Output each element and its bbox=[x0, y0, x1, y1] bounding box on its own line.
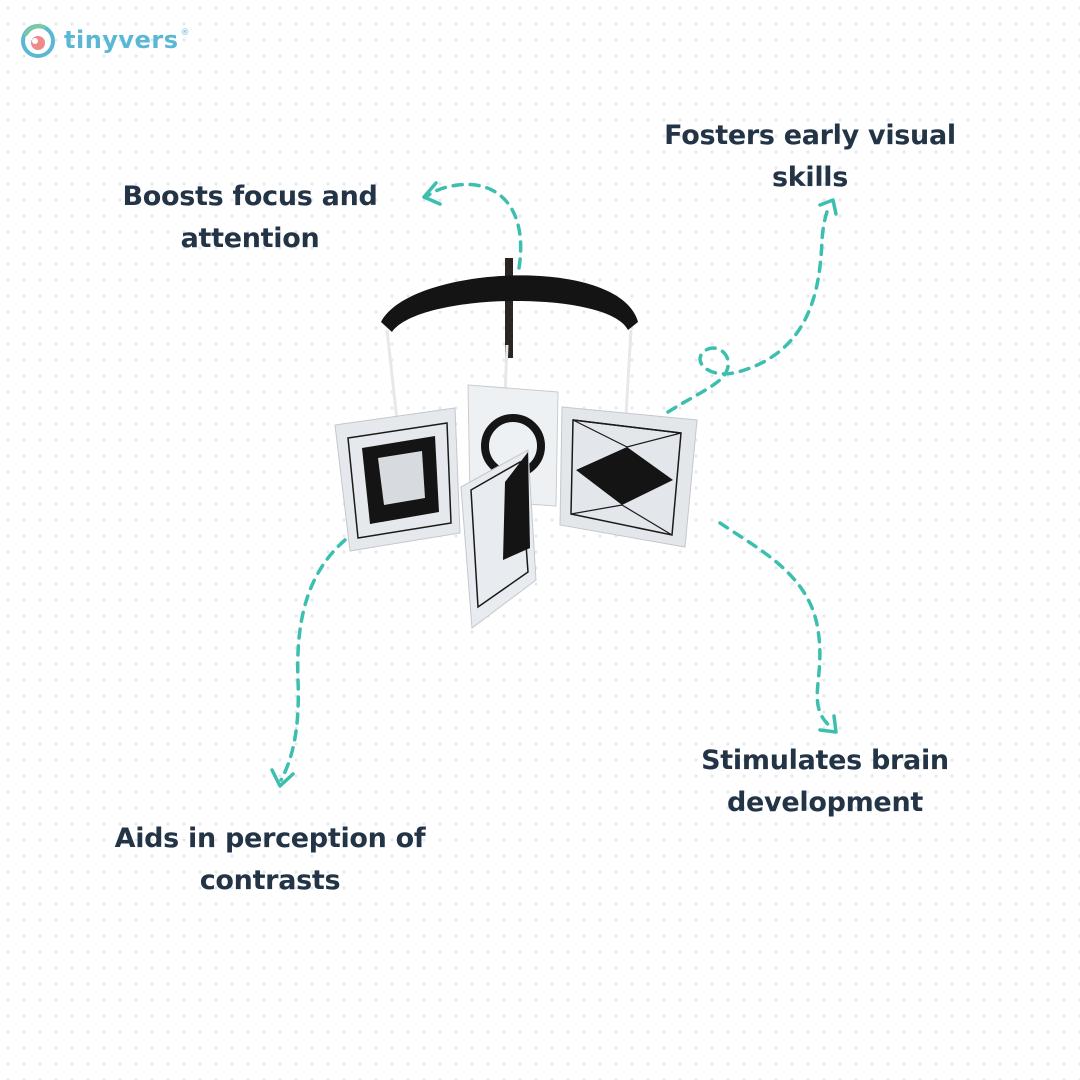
benefit-visual-line1: Fosters early visual bbox=[664, 120, 956, 151]
arrowhead-brain bbox=[818, 714, 838, 734]
tinyvers-logo-icon bbox=[21, 24, 55, 58]
arrow-to-contrast bbox=[279, 538, 347, 782]
benefit-focus: Boosts focus and attention bbox=[100, 176, 400, 260]
benefit-focus-line1: Boosts focus and bbox=[122, 181, 378, 212]
arrow-to-brain bbox=[718, 521, 834, 730]
benefit-contrast-line1: Aids in perception of bbox=[114, 823, 426, 854]
benefit-brain-line1: Stimulates brain bbox=[701, 745, 949, 776]
arrowhead-contrast bbox=[270, 768, 295, 788]
registered-mark: ® bbox=[180, 28, 190, 38]
benefit-brain: Stimulates brain development bbox=[670, 740, 980, 824]
benefit-contrast: Aids in perception of contrasts bbox=[95, 818, 445, 902]
contrast-mobile bbox=[334, 258, 698, 629]
benefit-visual-skills: Fosters early visual skills bbox=[650, 115, 970, 199]
benefit-contrast-line2: contrasts bbox=[199, 865, 341, 896]
brand-logo[interactable]: tinyvers ® bbox=[18, 20, 189, 60]
arrowhead-visual bbox=[818, 198, 838, 216]
benefit-focus-line2: attention bbox=[180, 223, 320, 254]
benefit-brain-line2: development bbox=[727, 787, 923, 818]
arrow-to-focus bbox=[424, 182, 523, 270]
brand-name: tinyvers bbox=[64, 26, 179, 54]
benefit-visual-line2: skills bbox=[771, 162, 849, 193]
arrow-to-visual bbox=[666, 203, 832, 414]
arrowhead-focus bbox=[422, 181, 442, 206]
